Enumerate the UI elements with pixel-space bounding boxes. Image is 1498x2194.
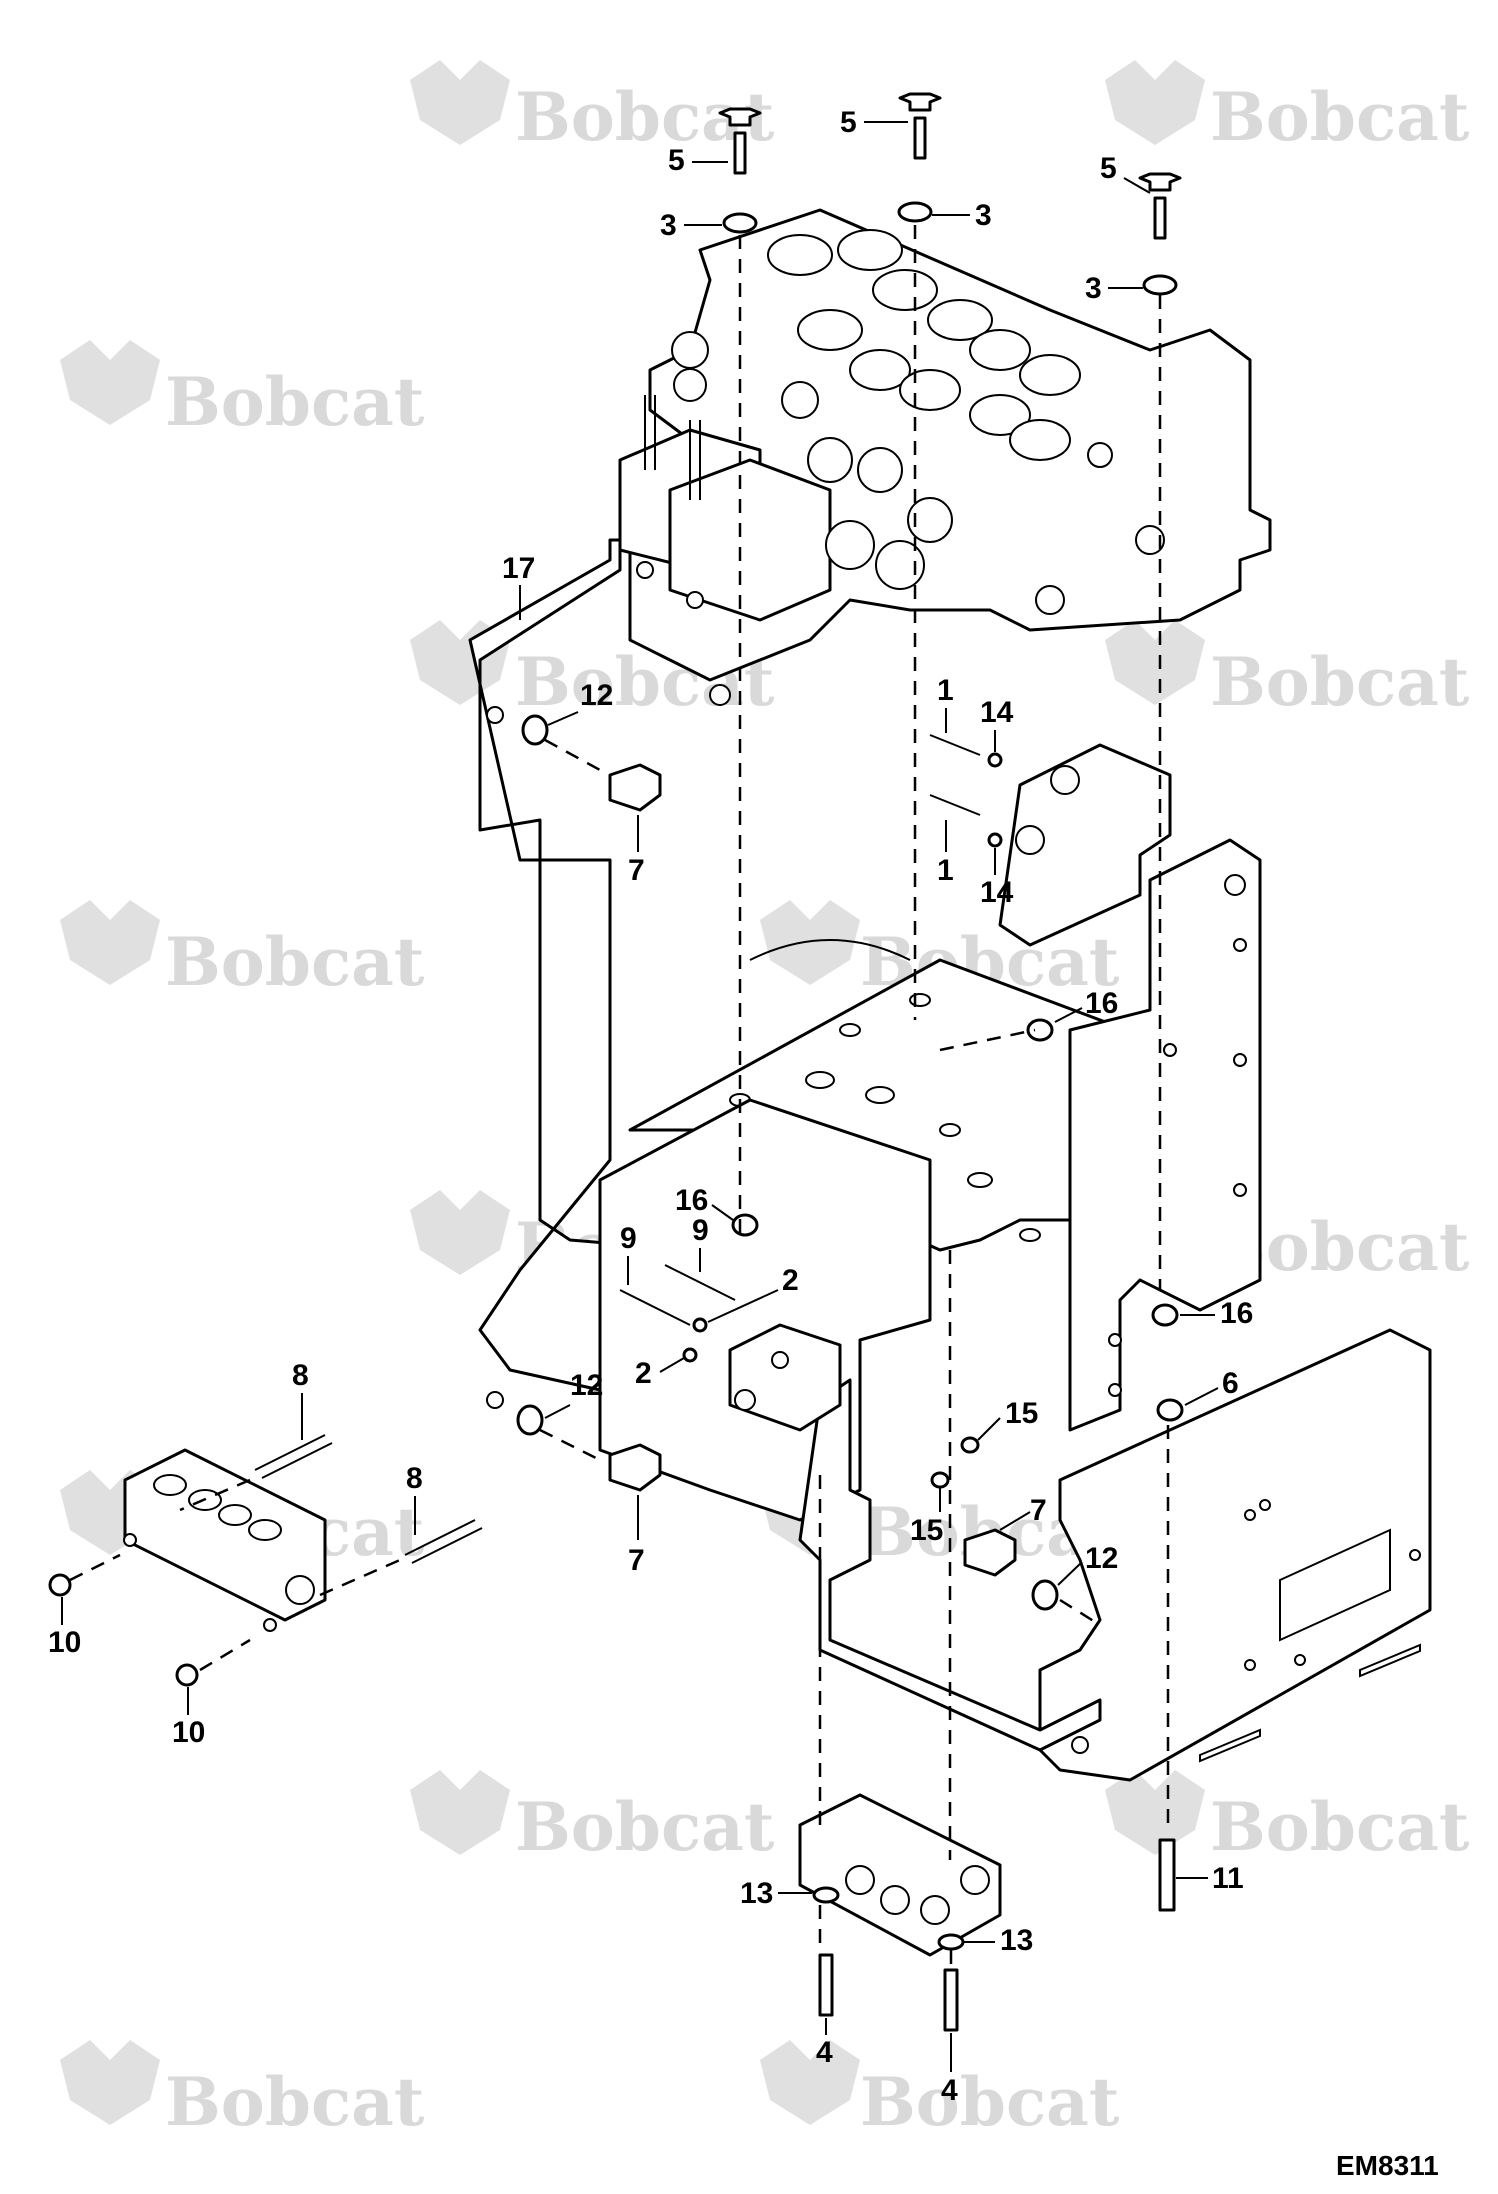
watermark-text: Bobcat: [165, 923, 425, 1001]
bobcat-logo-icon: [1105, 60, 1205, 145]
callout-8: 8: [406, 1462, 423, 1495]
callout-3: 3: [975, 199, 992, 232]
callout-16: 16: [675, 1184, 708, 1217]
watermark-12: Bobcat: [410, 1770, 775, 1866]
watermark-text: Bobcat: [1210, 643, 1470, 721]
callout-5: 5: [1100, 152, 1117, 185]
callout-13: 13: [740, 1877, 773, 1910]
callout-9: 9: [692, 1214, 709, 1247]
right-upright-bracket: [1068, 838, 1262, 1432]
control-valve-assembly: [618, 208, 1272, 706]
callout-15: 15: [1005, 1397, 1038, 1430]
callout-5: 5: [840, 106, 857, 139]
callout-7: 7: [628, 1544, 645, 1577]
bottom-manifold-block: [798, 1793, 1002, 1957]
bobcat-logo-icon: [60, 340, 160, 425]
watermark-text: Bobcat: [860, 2063, 1120, 2141]
bobcat-logo-icon: [1105, 620, 1205, 705]
callout-15: 15: [910, 1514, 943, 1547]
watermark-6: Bobcat: [60, 900, 425, 1001]
bobcat-logo-icon: [60, 2040, 160, 2125]
callout-10: 10: [172, 1716, 205, 1749]
callout-14: 14: [980, 876, 1014, 909]
watermark-14: Bobcat: [60, 2040, 425, 2141]
watermark-text: Bobcat: [165, 2063, 425, 2141]
watermark-text: Bobcat: [1210, 1788, 1470, 1866]
callout-2: 2: [635, 1357, 652, 1390]
watermark-text: Bobcat: [515, 1788, 775, 1866]
watermark-text: Bobcat: [1210, 78, 1470, 156]
callout-12: 12: [570, 1369, 603, 1402]
hardware: [48, 92, 1184, 2032]
callout-17: 17: [502, 552, 535, 585]
callout-10: 10: [48, 1626, 81, 1659]
watermark-5: Bobcat: [1105, 620, 1470, 721]
callout-7: 7: [628, 854, 645, 887]
bobcat-logo-icon: [760, 900, 860, 985]
callouts: 5 5 5 3 3 3 17 12 12 12 7 7 7 1 1 1: [48, 106, 1253, 2107]
callout-16: 16: [1085, 987, 1118, 1020]
bobcat-logo-icon: [410, 60, 510, 145]
bobcat-logo-icon: [60, 900, 160, 985]
callout-14: 14: [980, 696, 1014, 729]
callout-2: 2: [782, 1264, 799, 1297]
alignment-lines: [69, 225, 1170, 1965]
watermark-2: Bobcat: [1105, 60, 1470, 156]
watermark-text: Bobcat: [165, 363, 425, 441]
callout-5: 5: [668, 144, 685, 177]
callout-7: 7: [1030, 1494, 1047, 1527]
callout-11: 11: [1212, 1862, 1244, 1895]
callout-12: 12: [580, 679, 613, 712]
callout-3: 3: [660, 209, 677, 242]
watermark-3: Bobcat: [60, 340, 425, 441]
callout-1: 1: [937, 674, 954, 707]
left-manifold-block: [123, 1448, 327, 1632]
callout-4: 4: [941, 2074, 958, 2107]
callout-6: 6: [1222, 1367, 1239, 1400]
side-support-bracket: [798, 1378, 1102, 1752]
callout-9: 9: [620, 1222, 637, 1255]
bobcat-logo-icon: [1105, 1770, 1205, 1855]
bobcat-logo-icon: [410, 1190, 510, 1275]
callout-4: 4: [816, 2036, 833, 2069]
bobcat-logo-icon: [760, 2040, 860, 2125]
watermark-13: Bobcat: [1105, 1770, 1470, 1866]
bobcat-logo-icon: [410, 1770, 510, 1855]
callout-16: 16: [1220, 1297, 1253, 1330]
solenoid-valve-block: [998, 743, 1172, 947]
callout-3: 3: [1085, 272, 1102, 305]
small-valve-block: [728, 1323, 842, 1432]
callout-1: 1: [937, 854, 954, 887]
callout-13: 13: [1000, 1924, 1033, 1957]
watermark-1: Bobcat: [410, 60, 775, 156]
callout-8: 8: [292, 1359, 309, 1392]
figure-id-label: EM8311: [1336, 2150, 1439, 2181]
watermark-15: Bobcat: [760, 2040, 1120, 2141]
callout-12: 12: [1085, 1542, 1118, 1575]
